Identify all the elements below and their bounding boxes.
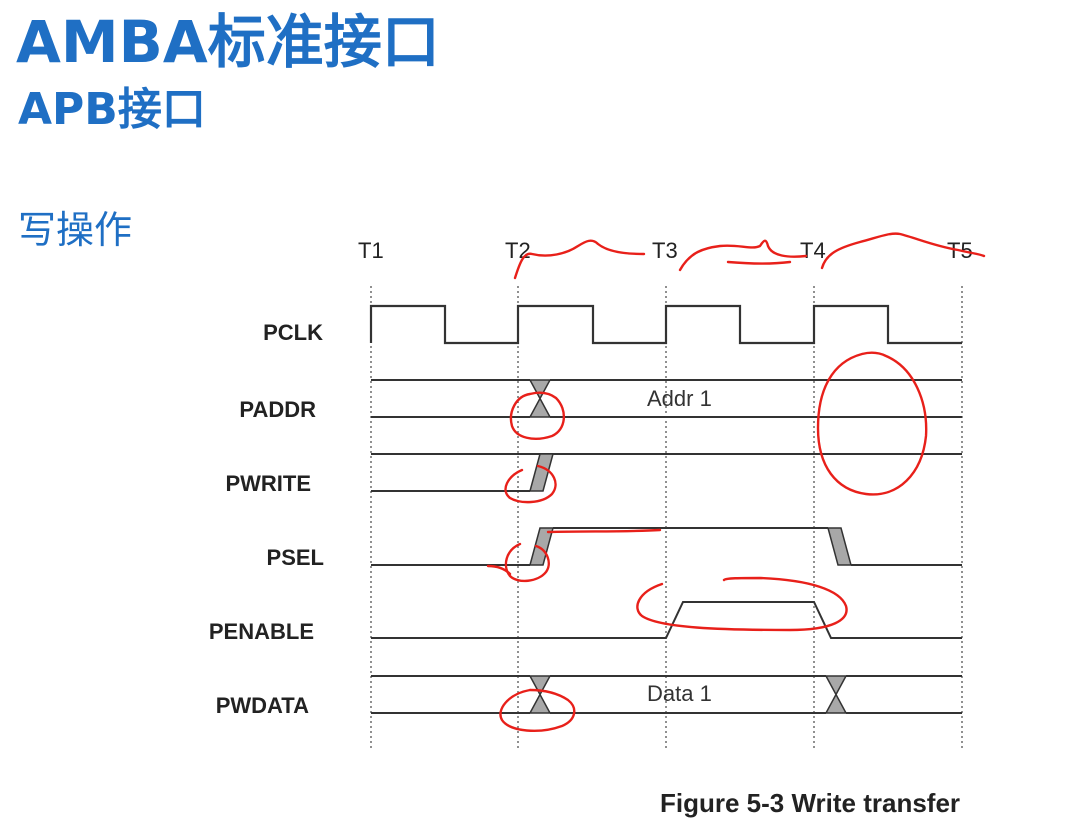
annotation-brace-t2-t3: [513, 239, 646, 280]
annotation-brace-t4-t5: [820, 232, 986, 270]
figure-caption: Figure 5-3 Write transfer: [660, 788, 961, 818]
pclk-waveform: [369, 304, 962, 345]
paddr-waveform: [371, 379, 962, 418]
annotation-circle-paddr: [509, 391, 565, 440]
section-heading: 写操作: [18, 208, 133, 252]
slide-subtitle: APB接口: [18, 84, 206, 135]
slide-title: AMBA标准接口: [16, 8, 440, 76]
penable-waveform: [371, 601, 962, 639]
signal-label-pclk: PCLK: [263, 320, 323, 345]
pwrite-waveform: [371, 453, 962, 492]
signal-label-penable: PENABLE: [209, 619, 314, 644]
annotation-circle-penable: [636, 576, 848, 632]
signal-label-psel: PSEL: [267, 545, 324, 570]
psel-waveform: [371, 527, 962, 566]
annotation-psel-high-line: [546, 528, 662, 534]
pwdata-value-label: Data 1: [647, 681, 712, 706]
annotation-circle-psel: [504, 542, 550, 583]
annotation-psel-tick: [486, 564, 512, 576]
handwritten-annotations: [486, 232, 986, 732]
signal-label-pwdata: PWDATA: [216, 693, 309, 718]
time-marker-t3: T3: [652, 238, 678, 263]
time-gridlines: [370, 286, 963, 750]
pwdata-waveform: [371, 675, 962, 714]
time-marker-t2: T2: [505, 238, 531, 263]
paddr-value-label: Addr 1: [647, 386, 712, 411]
time-marker-t4: T4: [800, 238, 826, 263]
annotation-brace-t3-t4: [678, 239, 808, 272]
time-marker-t1: T1: [358, 238, 384, 263]
annotation-circle-t4: [816, 351, 928, 496]
annotation-underline-t3-t4: [726, 260, 792, 265]
annotation-circle-pwrite: [504, 464, 557, 504]
signal-label-paddr: PADDR: [239, 397, 316, 422]
signal-label-pwrite: PWRITE: [225, 471, 311, 496]
annotation-circle-pwdata: [499, 688, 576, 732]
